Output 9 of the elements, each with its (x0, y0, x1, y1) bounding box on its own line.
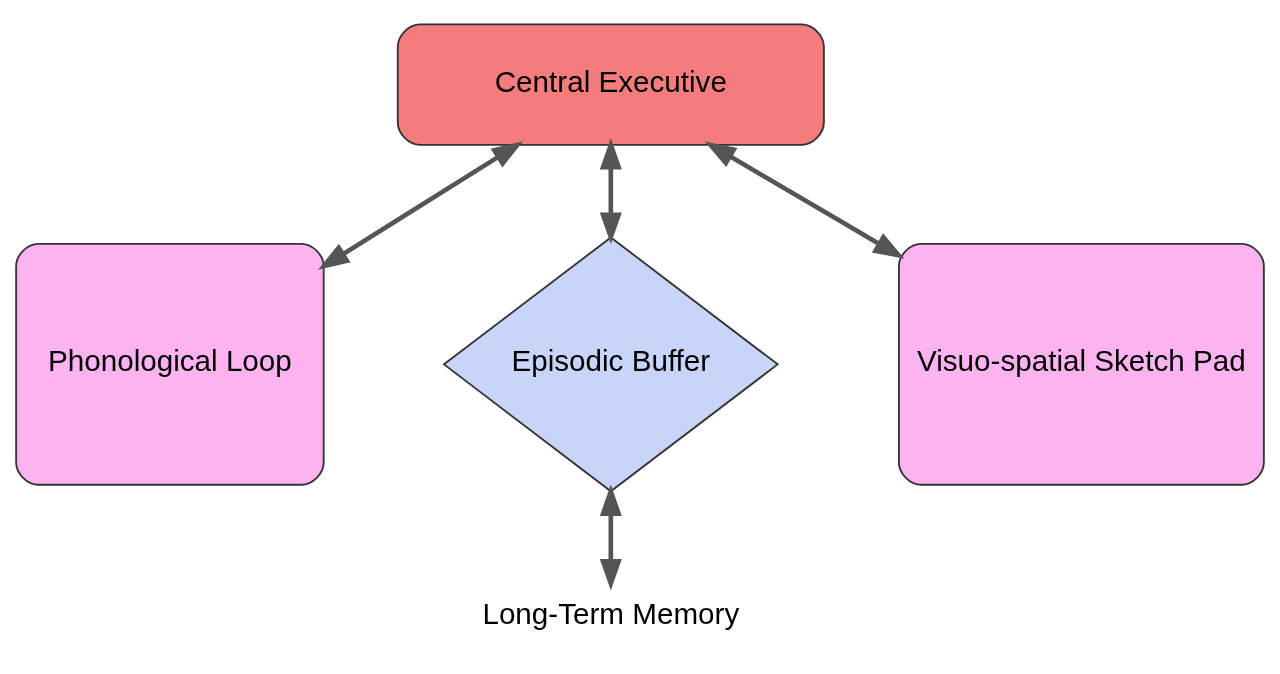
arrow (704, 140, 905, 259)
arrow (599, 137, 622, 244)
node-text: Long-Term Memory (482, 596, 740, 630)
node-diamond: Episodic Buffer (442, 235, 780, 492)
node-box: Phonological Loop (15, 242, 325, 486)
arrow (599, 484, 622, 591)
arrow (318, 140, 524, 270)
node-box: Central Executive (396, 23, 825, 146)
node-box: Visuo-spatial Sketch Pad (897, 242, 1265, 486)
